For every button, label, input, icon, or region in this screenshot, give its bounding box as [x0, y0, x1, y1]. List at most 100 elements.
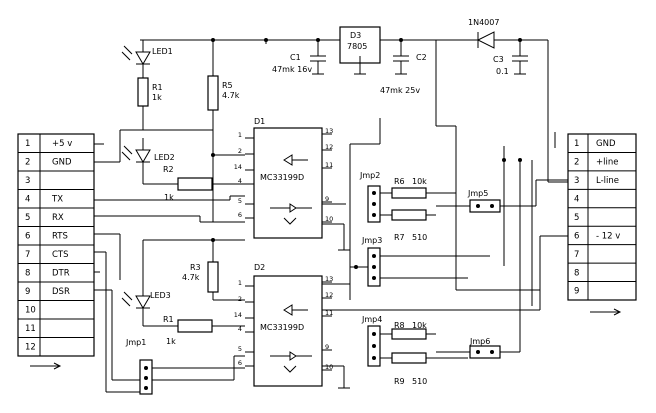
- d3-part: 7805: [347, 42, 367, 51]
- svg-text:47mk 25v: 47mk 25v: [380, 86, 420, 95]
- ic-pin-left: 6: [238, 359, 242, 367]
- capacitor-c2: C2 47mk 25v: [380, 40, 427, 95]
- svg-text:R8: R8: [394, 321, 405, 330]
- svg-text:10k: 10k: [412, 321, 427, 330]
- left-pin-label: GND: [52, 158, 72, 168]
- svg-text:R1: R1: [163, 315, 174, 324]
- svg-text:MC33199D: MC33199D: [260, 323, 304, 332]
- svg-text:1k: 1k: [166, 337, 176, 346]
- svg-text:C1: C1: [290, 53, 301, 62]
- left-pin-num: 12: [25, 343, 36, 353]
- left-pin-num: 1: [25, 139, 30, 149]
- d3-ref: D3: [350, 31, 361, 40]
- ic-pin-right: 10: [325, 363, 333, 371]
- jumper-jmp1: Jmp1: [125, 338, 245, 395]
- right-pin-num: 5: [574, 213, 579, 223]
- svg-text:R1: R1: [152, 83, 163, 92]
- svg-text:Jmp1: Jmp1: [125, 338, 146, 347]
- led3-branch: LED3 R1 1k R3 4.7k: [121, 238, 245, 346]
- right-pin-num: 9: [574, 287, 579, 297]
- left-pin-num: 3: [25, 176, 30, 186]
- left-pin-num: 7: [25, 250, 30, 260]
- ic-pin-left: 2: [238, 295, 242, 303]
- left-pin-num: 8: [25, 269, 30, 279]
- svg-text:1N4007: 1N4007: [468, 18, 499, 27]
- svg-text:LED2: LED2: [154, 153, 175, 162]
- jumper-jmp5: Jmp5: [436, 180, 537, 213]
- svg-text:Jmp5: Jmp5: [467, 189, 488, 198]
- svg-text:D2: D2: [254, 263, 265, 272]
- svg-text:C3: C3: [493, 55, 504, 64]
- led2-branch: LED2 R2 1k: [121, 138, 245, 202]
- ic-pin-left: 14: [234, 311, 242, 319]
- jumper-jmp4: Jmp4 R8 10k R9 510: [361, 315, 468, 386]
- left-pin-num: 11: [25, 324, 36, 334]
- left-pin-label: +5 v: [52, 139, 72, 149]
- svg-text:R3: R3: [190, 263, 201, 272]
- ic-pin-right: 13: [325, 275, 333, 283]
- regulator-7805: D3 7805: [339, 26, 381, 75]
- svg-text:C2: C2: [416, 53, 427, 62]
- svg-text:LED3: LED3: [150, 291, 171, 300]
- left-pin-num: 2: [25, 158, 30, 168]
- r5-branch: R5 4.7k: [207, 40, 245, 222]
- signal-wires: [94, 129, 245, 393]
- svg-text:Jmp6: Jmp6: [469, 337, 490, 346]
- left-pin-num: 5: [25, 213, 30, 223]
- ic-pin-left: 1: [238, 279, 242, 287]
- jumper-jmp3: Jmp3: [350, 236, 490, 287]
- left-pin-label: TX: [51, 195, 63, 205]
- ic-pin-left: 6: [238, 211, 242, 219]
- svg-text:510: 510: [412, 233, 427, 242]
- right-pin-num: 3: [574, 176, 579, 186]
- right-buses: [322, 40, 568, 389]
- svg-text:LED1: LED1: [152, 47, 173, 56]
- svg-text:R5: R5: [222, 81, 233, 90]
- svg-text:Jmp3: Jmp3: [361, 236, 382, 245]
- led1-branch: LED1 R1 1k: [121, 40, 173, 130]
- svg-text:MC33199D: MC33199D: [260, 173, 304, 182]
- right-pin-label: GND: [596, 139, 616, 149]
- right-pin-label: +line: [596, 158, 618, 168]
- capacitor-c3: C3 0.1: [493, 40, 528, 76]
- jumper-jmp6: Jmp6: [436, 337, 520, 359]
- ic-pin-right: 9: [325, 195, 329, 203]
- ic-pin-left: 4: [238, 325, 242, 333]
- right-pin-label: L-line: [596, 176, 619, 186]
- ic-pin-left: 2: [238, 147, 242, 155]
- ic-pin-left: 14: [234, 163, 242, 171]
- left-pin-label: RTS: [52, 232, 68, 242]
- left-pin-num: 10: [25, 306, 36, 316]
- left-pin-num: 6: [25, 232, 30, 242]
- left-pin-label: DSR: [52, 287, 70, 297]
- ic-pin-right: 9: [325, 343, 329, 351]
- svg-text:510: 510: [412, 377, 427, 386]
- left-pin-label: RX: [52, 213, 64, 223]
- right-pin-num: 1: [574, 139, 579, 149]
- svg-text:Jmp4: Jmp4: [361, 315, 382, 324]
- svg-text:1k: 1k: [164, 193, 174, 202]
- svg-text:R2: R2: [163, 165, 174, 174]
- svg-text:D1: D1: [254, 117, 265, 126]
- ic-pin-right: 10: [325, 215, 333, 223]
- svg-text:10k: 10k: [412, 177, 427, 186]
- left-pin-num: 4: [25, 195, 30, 205]
- right-pin-num: 4: [574, 195, 579, 205]
- right-pin-num: 8: [574, 268, 579, 278]
- diode-1n4007: 1N4007: [468, 18, 499, 49]
- svg-text:1k: 1k: [152, 93, 162, 102]
- ic-pin-right: 12: [325, 291, 333, 299]
- svg-text:47mk 16v: 47mk 16v: [272, 65, 312, 74]
- ic-pin-right: 11: [325, 161, 333, 169]
- svg-text:R7: R7: [394, 233, 405, 242]
- capacitor-c1: C1 47mk 16v: [272, 40, 326, 75]
- left-pin-label: DTR: [52, 269, 70, 279]
- ic-pin-left: 1: [238, 131, 242, 139]
- ic-pin-left: 4: [238, 177, 242, 185]
